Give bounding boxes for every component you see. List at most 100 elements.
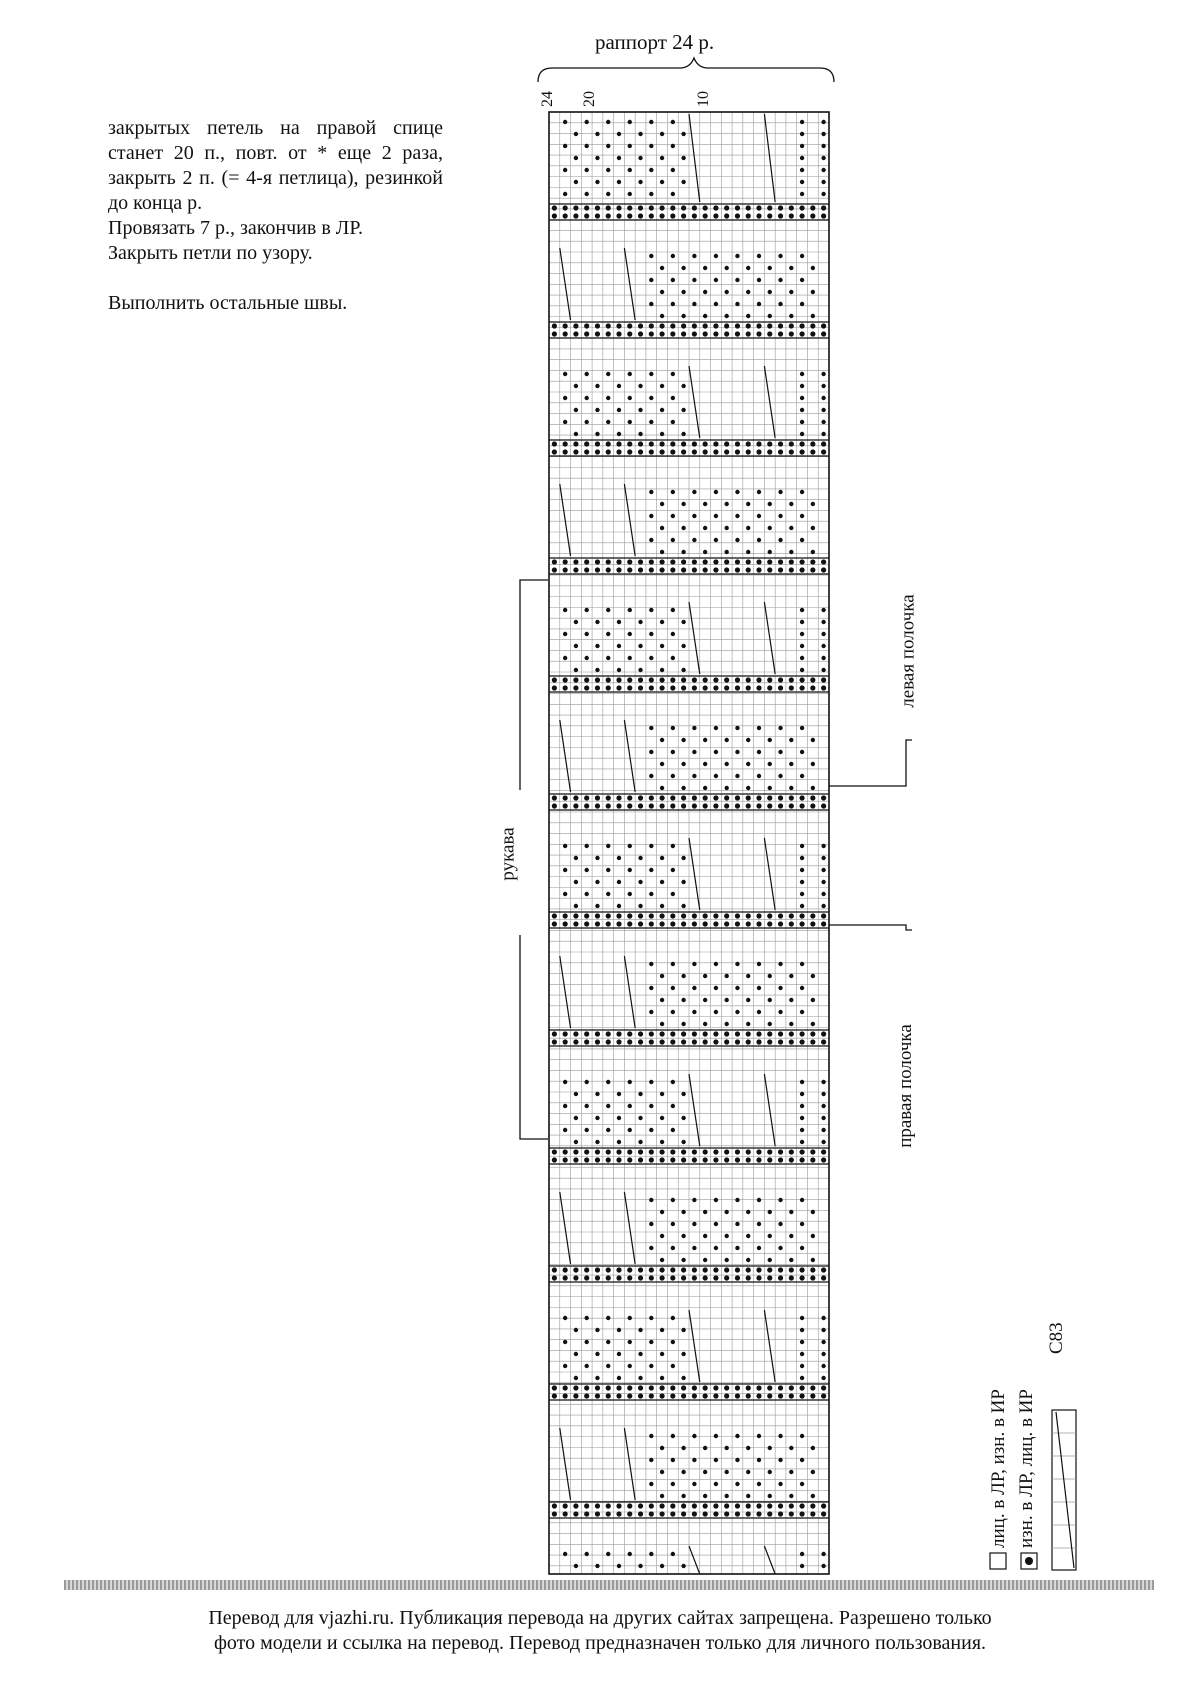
purl-dot — [745, 677, 751, 683]
purl-dot — [562, 685, 568, 691]
purl-dot — [692, 253, 697, 259]
purl-dot — [691, 331, 697, 337]
purl-dot — [595, 903, 600, 909]
purl-dot — [734, 677, 741, 683]
purl-dot — [648, 803, 654, 809]
purl-dot — [799, 301, 805, 307]
purl-dot — [606, 607, 611, 613]
purl-dot — [799, 1039, 805, 1045]
purl-dot — [777, 803, 784, 809]
purl-dot — [788, 213, 794, 219]
purl-dot — [724, 331, 730, 337]
purl-dot — [702, 449, 708, 455]
purl-dot — [799, 795, 805, 801]
purl-dot — [702, 803, 708, 809]
purl-dot — [659, 1327, 665, 1333]
purl-dot — [810, 973, 816, 979]
purl-dot — [724, 567, 730, 573]
purl-dot — [724, 559, 730, 565]
purl-dot — [821, 419, 826, 425]
purl-dot — [584, 1103, 589, 1109]
purl-dot — [810, 1039, 816, 1045]
purl-dot — [648, 323, 654, 329]
purl-dot — [648, 1511, 654, 1517]
purl-dot — [799, 1511, 805, 1517]
purl-dot — [724, 973, 729, 979]
purl-dot — [649, 301, 654, 307]
purl-dot — [778, 749, 783, 755]
cable-line — [763, 837, 776, 911]
purl-dot — [649, 371, 654, 377]
purl-dot — [821, 1315, 826, 1321]
purl-dot — [605, 921, 611, 927]
purl-dot — [724, 1233, 729, 1239]
purl-dot — [745, 913, 751, 919]
purl-dot — [756, 559, 762, 565]
purl-dot — [659, 1393, 665, 1399]
purl-dot — [605, 449, 611, 455]
purl-dot — [551, 213, 557, 219]
purl-dot — [681, 1385, 687, 1391]
purl-dot — [810, 997, 816, 1003]
purl-dot — [584, 167, 589, 173]
purl-dot — [767, 737, 772, 743]
purl-dot — [637, 1157, 644, 1163]
purl-dot — [659, 685, 665, 691]
purl-dot — [767, 449, 773, 455]
cable-line — [688, 365, 701, 439]
purl-dot — [724, 913, 730, 919]
purl-dot — [594, 795, 601, 801]
purl-dot — [713, 205, 719, 211]
purl-dot — [594, 1393, 601, 1399]
purl-dot — [670, 119, 676, 125]
purl-dot — [648, 1267, 654, 1273]
purl-dot — [627, 331, 633, 337]
purl-dot — [810, 1257, 816, 1263]
purl-dot — [756, 1149, 762, 1155]
purl-dot — [659, 383, 665, 389]
purl-dot — [799, 449, 805, 455]
purl-dot — [670, 843, 676, 849]
purl-dot — [594, 323, 601, 329]
purl-dot — [573, 913, 579, 919]
purl-dot — [681, 1157, 687, 1163]
purl-dot — [584, 1511, 590, 1517]
purl-dot — [821, 1091, 826, 1097]
purl-dot — [735, 489, 740, 495]
purl-dot — [670, 1393, 676, 1399]
purl-dot — [573, 1031, 579, 1037]
purl-dot — [659, 1257, 665, 1263]
purl-dot — [605, 1031, 611, 1037]
purl-dot — [767, 213, 773, 219]
purl-dot — [713, 253, 719, 259]
purl-dot — [810, 501, 816, 507]
purl-dot — [681, 559, 687, 565]
purl-dot — [767, 1233, 772, 1239]
purl-dot — [649, 489, 654, 495]
purl-dot — [691, 1267, 697, 1273]
purl-dot — [659, 1385, 665, 1391]
purl-dot — [648, 441, 654, 447]
purl-dot — [627, 1551, 632, 1557]
purl-dot — [734, 441, 741, 447]
purl-dot — [724, 997, 729, 1003]
purl-dot — [605, 213, 611, 219]
purl-dot — [562, 1079, 568, 1085]
purl-dot — [649, 1457, 654, 1463]
purl-dot — [799, 1079, 805, 1085]
purl-dot — [627, 441, 633, 447]
purl-dot — [573, 1503, 579, 1509]
purl-dot — [649, 607, 654, 613]
purl-dot — [702, 1267, 708, 1273]
purl-dot — [799, 961, 805, 967]
purl-dot — [627, 795, 633, 801]
purl-dot — [799, 119, 805, 125]
purl-dot — [746, 761, 751, 767]
purl-dot — [756, 513, 762, 519]
purl-dot — [616, 903, 622, 909]
cable-line — [623, 483, 636, 557]
purl-dot — [681, 131, 686, 137]
purl-dot — [627, 371, 632, 377]
purl-dot — [810, 1157, 816, 1163]
purl-dot — [649, 1363, 654, 1369]
